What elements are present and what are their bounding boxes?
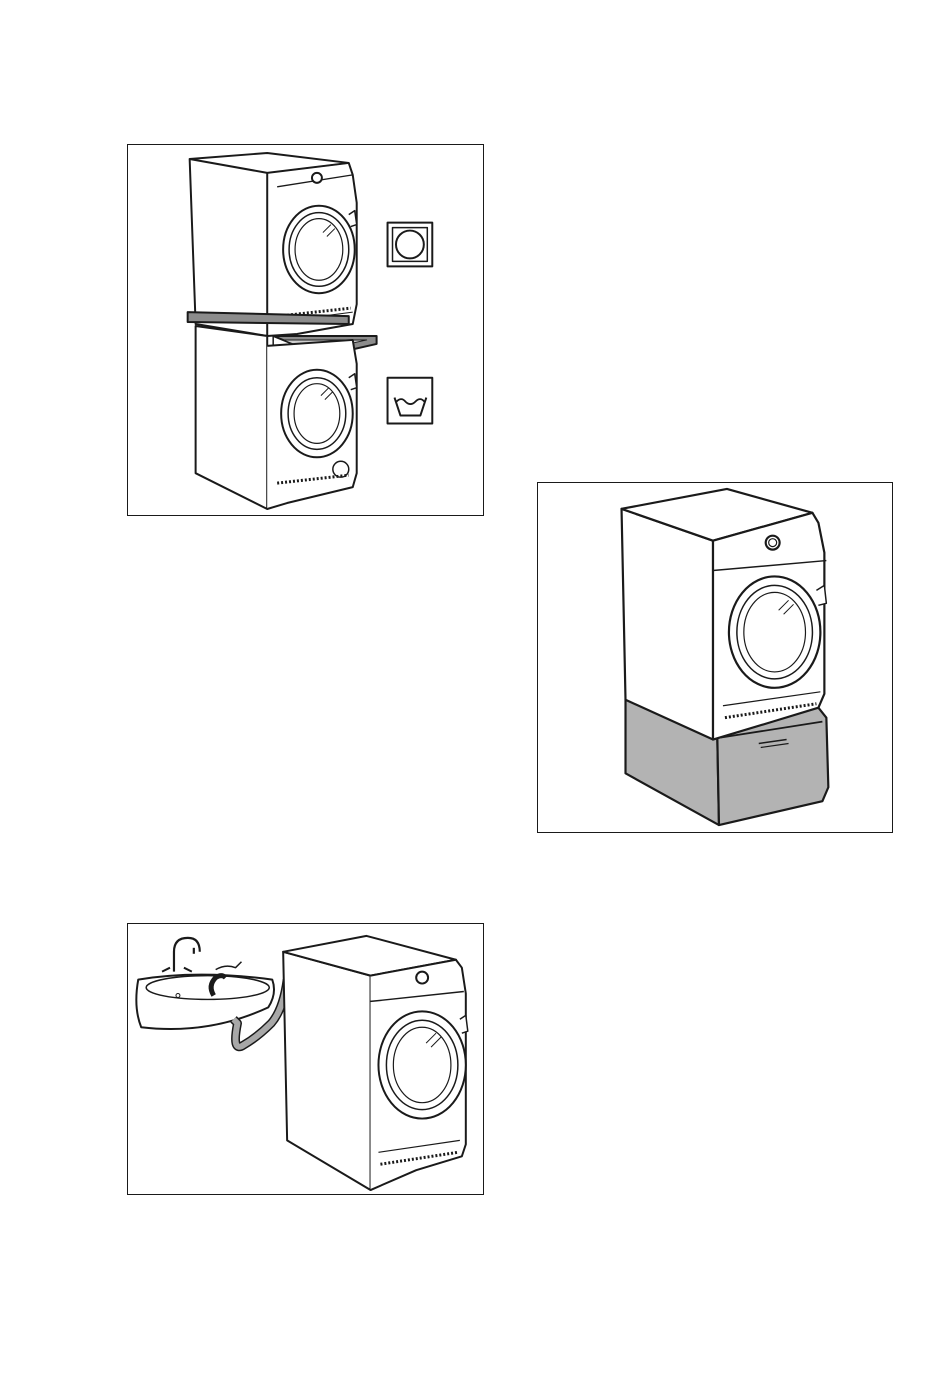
sink xyxy=(136,938,274,1029)
figure-pedestal xyxy=(537,482,893,833)
stacked-appliances-illustration xyxy=(128,145,483,515)
dryer-body xyxy=(283,936,468,1190)
dryer-body xyxy=(622,489,827,740)
figure-stacking-kit xyxy=(127,144,484,516)
dryer-on-pedestal-illustration xyxy=(538,483,892,832)
dryer-drain-to-sink-illustration xyxy=(128,924,483,1194)
figure-sink-drain xyxy=(127,923,484,1195)
washer-lower xyxy=(196,326,357,509)
dryer-upper xyxy=(190,153,357,336)
washing-machine-symbol-icon xyxy=(388,378,433,424)
tumble-dryer-symbol-icon xyxy=(388,223,433,267)
